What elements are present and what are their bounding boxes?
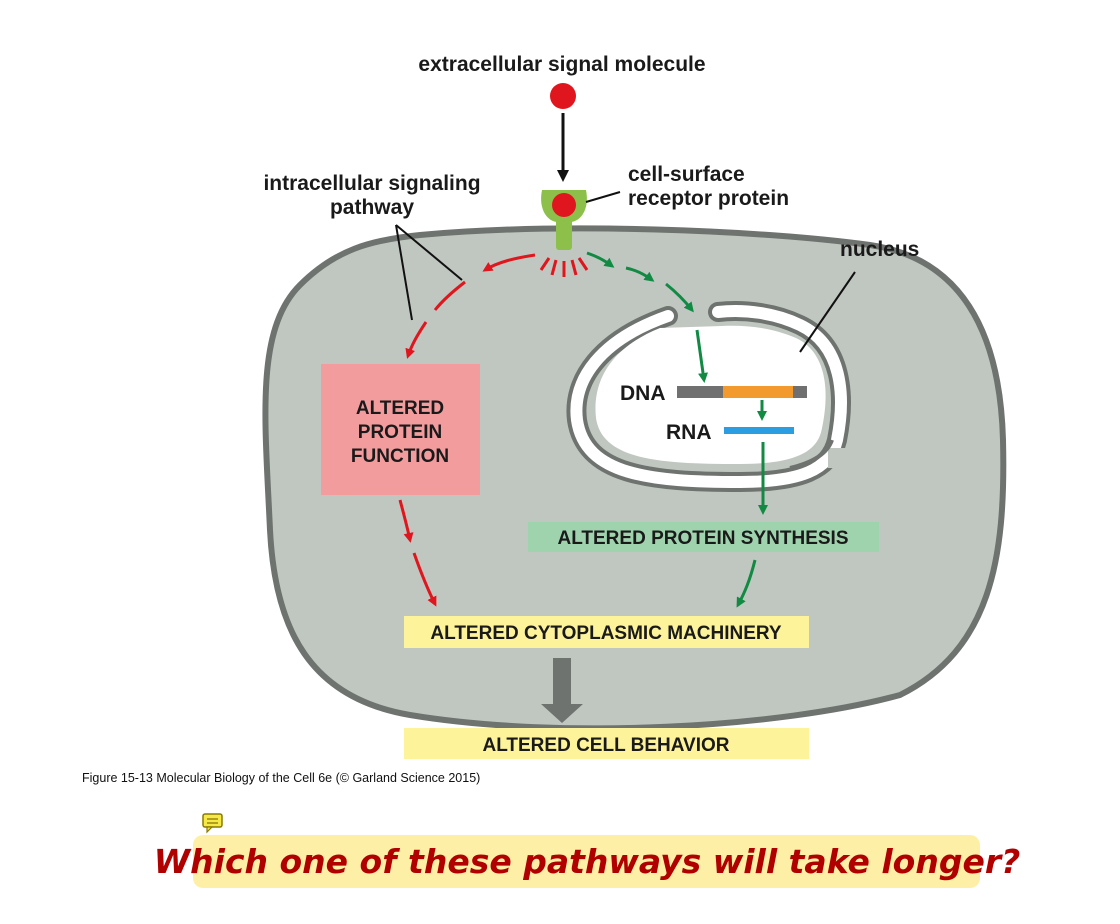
rna-strand (724, 427, 794, 434)
protein-function-line1: ALTERED (356, 398, 444, 419)
cytoplasmic-machinery-box (404, 616, 809, 648)
comment-icon[interactable] (202, 813, 223, 834)
label-pointer-lines (395, 224, 856, 353)
signal-molecule-label: extracellular signal molecule (418, 53, 705, 76)
protein-synthesis-box (528, 522, 879, 552)
dna-gene (723, 386, 793, 398)
down-arrow (541, 658, 583, 723)
receptor-label-line2: receptor protein (628, 187, 789, 210)
cell-behavior-box (404, 728, 809, 759)
activation-ticks (539, 257, 589, 277)
protein-function-line3: FUNCTION (351, 446, 449, 467)
protein-function-box (321, 364, 480, 495)
rna-label: RNA (666, 421, 712, 444)
receptor-protein-icon (541, 190, 587, 250)
protein-synthesis-label: ALTERED PROTEIN SYNTHESIS (557, 528, 848, 549)
cytoplasmic-machinery-label: ALTERED CYTOPLASMIC MACHINERY (430, 623, 781, 644)
dna-label: DNA (620, 382, 666, 405)
question-banner (193, 835, 980, 888)
receptor-label-line1: cell-surface (628, 163, 745, 186)
receptor-pointer-line (585, 191, 621, 203)
nucleus-label: nucleus (840, 238, 919, 261)
intracellular-pathway-label-line1: intracellular signaling (263, 172, 480, 195)
intracellular-pathway-label-line2: pathway (330, 196, 414, 219)
question-text: Which one of these pathways will take lo… (154, 842, 1021, 881)
figure-caption: Figure 15-13 Molecular Biology of the Ce… (82, 771, 480, 785)
fast-pathway-arrows (398, 253, 536, 607)
protein-function-line2: PROTEIN (358, 422, 442, 443)
slow-pathway-arrows (586, 251, 768, 608)
signal-molecule-icon (550, 83, 576, 109)
cell-behavior-label: ALTERED CELL BEHAVIOR (482, 735, 729, 756)
